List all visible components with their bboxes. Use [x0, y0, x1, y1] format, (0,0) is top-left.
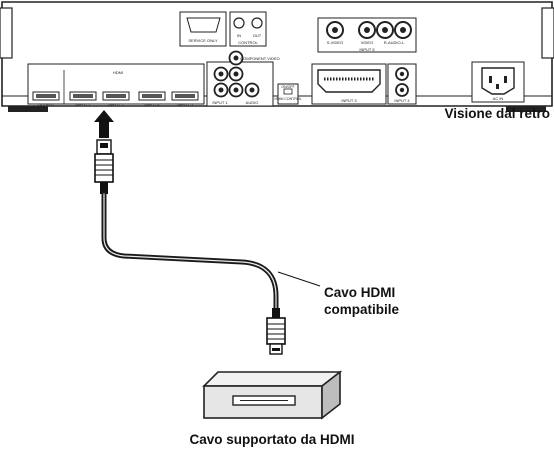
input5-label: INPUT 5 — [359, 47, 375, 52]
s-video-label: S-VIDEO — [327, 40, 343, 45]
hdmi-cable — [101, 191, 279, 315]
video-label: VIDEO — [361, 40, 373, 45]
chassis-right-notch — [541, 7, 554, 59]
hdmi-port-input-4: INPUT 4 — [138, 91, 166, 107]
input4-label: INPUT 4 — [394, 98, 410, 103]
chassis-foot-right — [506, 106, 546, 112]
hdmi-control-toggle-label: ON/OFF — [281, 85, 294, 89]
service-port-icon — [186, 17, 221, 33]
hdmi-control-label: HDMI CONTROL — [274, 97, 301, 101]
rear-view-label: Visione dal retro — [444, 106, 550, 121]
hdmi-port-input-5: INPUT 5 — [171, 91, 199, 107]
hdmi-port-output: OUTPUT — [32, 91, 60, 107]
svg-text:INPUT 1: INPUT 1 — [75, 102, 91, 107]
ac-in-socket-icon — [481, 67, 515, 95]
audio-label: AUDIO — [246, 100, 259, 105]
service-port-label: SERVICE ONLY — [188, 38, 218, 43]
input5-jacks — [326, 21, 412, 39]
control-out-jack — [251, 17, 263, 29]
cable-callout-line — [277, 271, 321, 287]
insert-arrow-icon — [94, 110, 114, 138]
hdmi-port-input-2: INPUT 2 — [102, 91, 130, 107]
input3-label: INPUT 3 — [341, 98, 357, 103]
control-in-jack — [233, 17, 245, 29]
hdmi-plug-top-icon — [94, 139, 114, 194]
component-jacks — [213, 50, 260, 98]
control-out-label: OUT — [253, 33, 262, 38]
audio-rl-label: R-AUDIO-L — [384, 40, 405, 45]
hdmi-device-icon — [202, 370, 343, 420]
chassis-left-notch — [0, 7, 13, 59]
control-box — [229, 11, 267, 47]
input1-label: INPUT 1 — [212, 100, 228, 105]
svg-text:INPUT 2: INPUT 2 — [108, 102, 124, 107]
cable-label-line1: Cavo HDMI — [324, 285, 395, 300]
svg-text:INPUT 4: INPUT 4 — [144, 102, 160, 107]
hdmi-plug-bottom-icon — [266, 308, 286, 355]
control-in-label: IN — [237, 33, 241, 38]
cable-label-line2: compatibile — [324, 302, 400, 317]
device-label: Cavo supportato da HDMI — [189, 432, 354, 447]
svg-text:OUTPUT: OUTPUT — [38, 102, 55, 107]
chassis-foot-left — [8, 106, 48, 112]
component-video-label: COMPONENT VIDEO — [240, 56, 280, 61]
rear-panel: SERVICE ONLY IN OUT CONTROL HDMI OUTPUT … — [0, 1, 554, 112]
ac-in-label: AC IN — [493, 96, 504, 101]
hdmi-port-input-1: INPUT 1 — [69, 91, 97, 107]
svg-text:INPUT 5: INPUT 5 — [177, 102, 193, 107]
control-label: CONTROL — [238, 40, 258, 45]
scart-port-icon — [317, 69, 381, 93]
hdmi-block-title: HDMI — [113, 70, 123, 75]
hdmi-control-switch-icon — [283, 88, 293, 95]
